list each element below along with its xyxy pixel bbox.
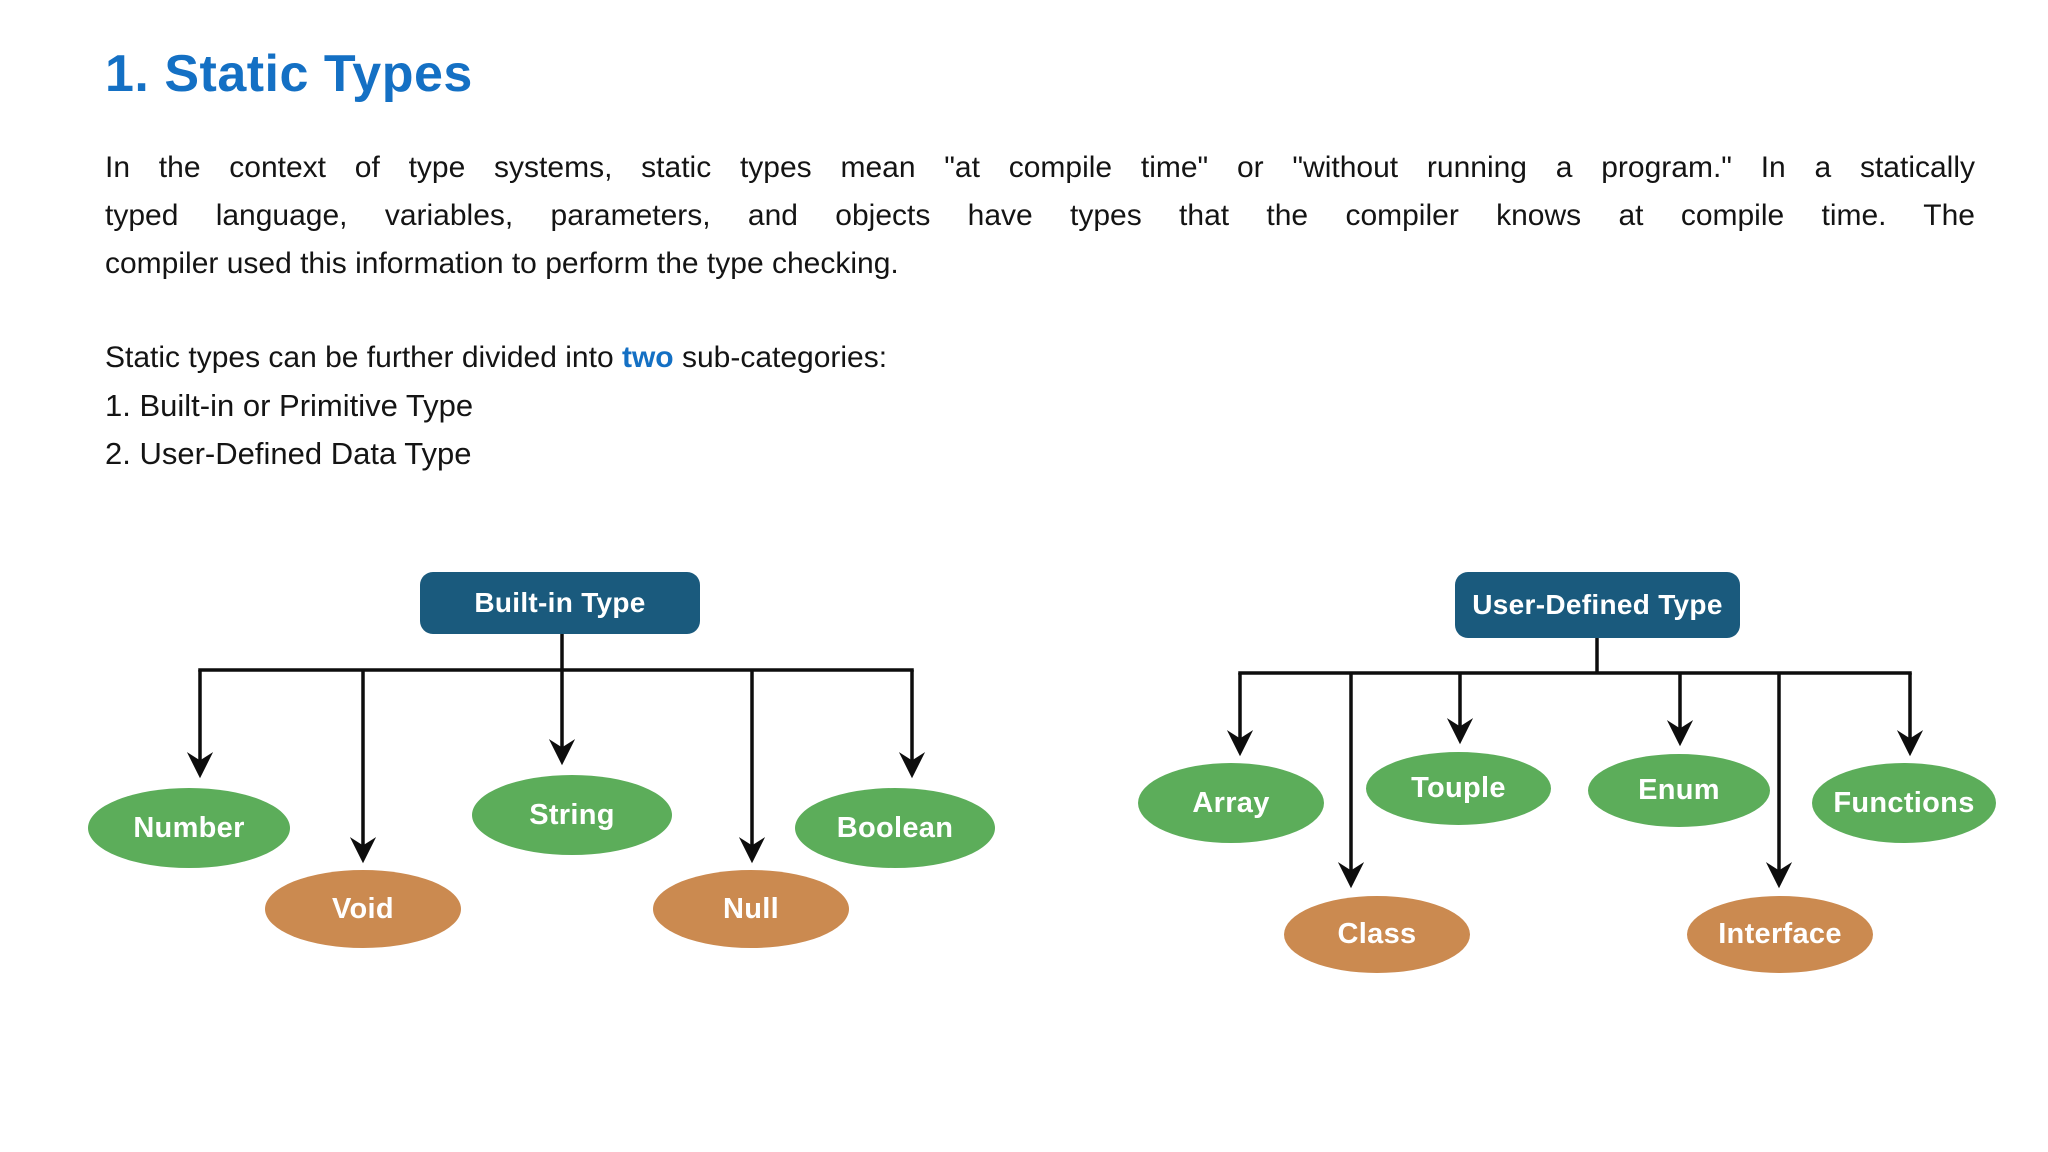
text-content: 1. Static Types In the context of type s…	[0, 0, 2048, 478]
intro-paragraph-line: compiler used this information to perfor…	[105, 247, 899, 280]
node-boolean: Boolean	[795, 788, 995, 868]
node-void: Void	[265, 870, 461, 948]
node-null: Null	[653, 870, 849, 948]
user-defined-type-root: User-Defined Type	[1455, 572, 1740, 638]
subcategories-prefix: Static types can be further divided into	[105, 341, 622, 374]
node-enum: Enum	[1588, 754, 1770, 827]
node-touple: Touple	[1366, 752, 1551, 825]
subcategories-highlight: two	[621, 341, 674, 374]
type-trees-diagram: Built-in Type User-Defined Type Number V…	[0, 555, 2048, 1025]
built-in-connectors	[186, 634, 926, 864]
page-title: 1. Static Types	[105, 45, 473, 103]
node-number: Number	[88, 788, 290, 868]
intro-paragraph-line: In the context of type systems, static t…	[105, 151, 1975, 184]
node-interface: Interface	[1687, 896, 1873, 973]
connector-svg	[186, 634, 1924, 889]
list-item-user-defined: 2. User-Defined Data Type	[105, 436, 472, 471]
node-functions: Functions	[1812, 763, 1996, 843]
list-item-built-in: 1. Built-in or Primitive Type	[105, 388, 474, 423]
built-in-type-root: Built-in Type	[420, 572, 700, 634]
user-defined-connectors	[1226, 638, 1924, 889]
subcategories-suffix: sub-categories:	[673, 341, 888, 374]
node-string: String	[472, 775, 672, 855]
intro-paragraph: In the context of type systems, static t…	[105, 144, 1975, 288]
intro-paragraph-line: typed language, variables, parameters, a…	[105, 199, 1975, 232]
subcategories-line: Static types can be further divided into…	[105, 334, 1975, 382]
node-array: Array	[1138, 763, 1324, 843]
node-class: Class	[1284, 896, 1470, 973]
